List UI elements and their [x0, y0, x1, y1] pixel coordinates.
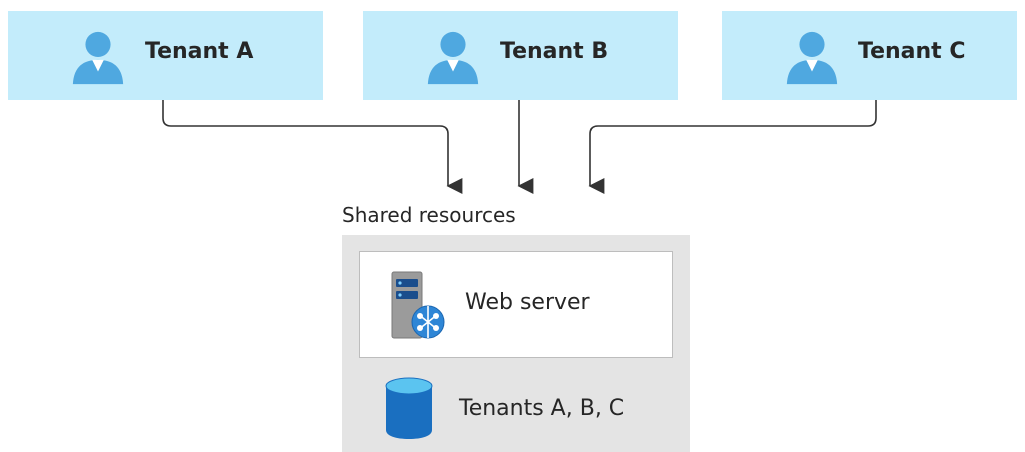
user-icon — [427, 31, 479, 85]
tenant-c-box: Tenant C — [722, 11, 1017, 100]
connector-tenant-a — [162, 100, 463, 194]
database-label: Tenants A, B, C — [459, 396, 625, 421]
tenant-c-label: Tenant C — [858, 39, 966, 64]
database-icon — [385, 377, 433, 439]
shared-resources-caption: Shared resources — [342, 203, 516, 227]
user-icon — [72, 31, 124, 85]
connector-tenant-c — [588, 100, 877, 194]
user-icon — [786, 31, 838, 85]
shared-resources-box: Web server Tenants A, B, C — [342, 235, 690, 452]
web-server-label: Web server — [465, 290, 590, 315]
tenant-a-box: Tenant A — [8, 11, 323, 100]
tenant-b-label: Tenant B — [500, 39, 609, 64]
web-server-card: Web server — [359, 251, 673, 358]
tenant-a-label: Tenant A — [145, 39, 254, 64]
web-server-icon — [391, 271, 445, 339]
tenant-b-box: Tenant B — [363, 11, 678, 100]
